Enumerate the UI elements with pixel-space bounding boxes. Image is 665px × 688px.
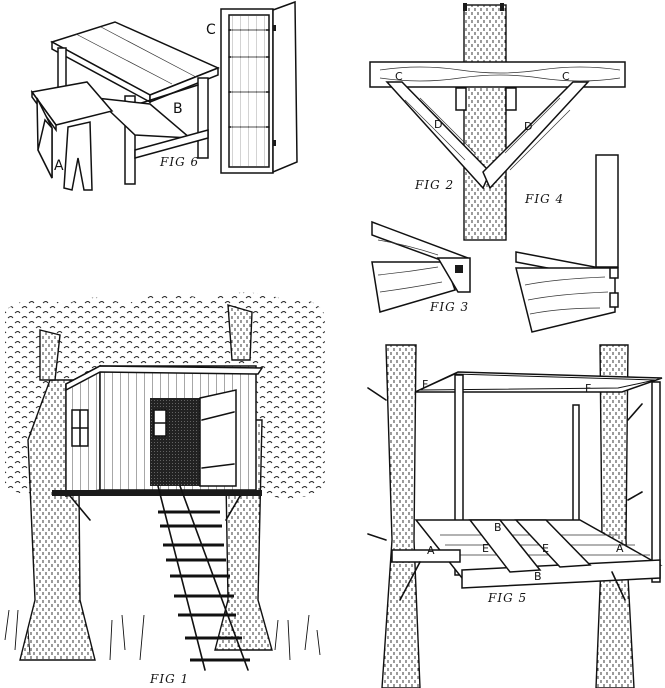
- fig5-part-a-right: A: [616, 542, 624, 555]
- fig6-part-c: C: [206, 22, 216, 38]
- fig5-part-a-left: A: [427, 544, 435, 557]
- fig3-notch-joint: [371, 220, 471, 313]
- fig4-caption: FIG 4: [525, 192, 565, 206]
- fig2-caption: FIG 2: [415, 178, 455, 192]
- fig2-part-c-right: C: [562, 70, 570, 83]
- fig1-caption: FIG 1: [150, 672, 190, 686]
- fig3-caption: FIG 3: [430, 300, 470, 314]
- fig6-part-b: B: [173, 101, 183, 117]
- fig4-corner: [515, 154, 619, 333]
- fig6-part-a: A: [54, 158, 64, 174]
- fig5-platform-frame: [367, 344, 663, 688]
- fig2-part-d-right: D: [524, 120, 533, 133]
- fig5-part-f-left: F: [422, 378, 429, 391]
- fig1-tree-house: [4, 292, 325, 671]
- fig6-furniture: [30, 0, 298, 191]
- fig5-part-b-back: B: [494, 521, 502, 534]
- fig5-part-e-left: E: [482, 542, 489, 555]
- fig5-part-e-right: E: [542, 542, 549, 555]
- fig6-caption: FIG 6: [160, 155, 200, 169]
- fig5-caption: FIG 5: [488, 591, 528, 605]
- fig2-brace: [369, 3, 626, 241]
- fig5-part-f-right: F: [585, 382, 592, 395]
- fig5-part-b-front: B: [534, 570, 542, 583]
- fig2-part-d-left: D: [434, 118, 443, 131]
- fig2-part-c-left: C: [395, 70, 403, 83]
